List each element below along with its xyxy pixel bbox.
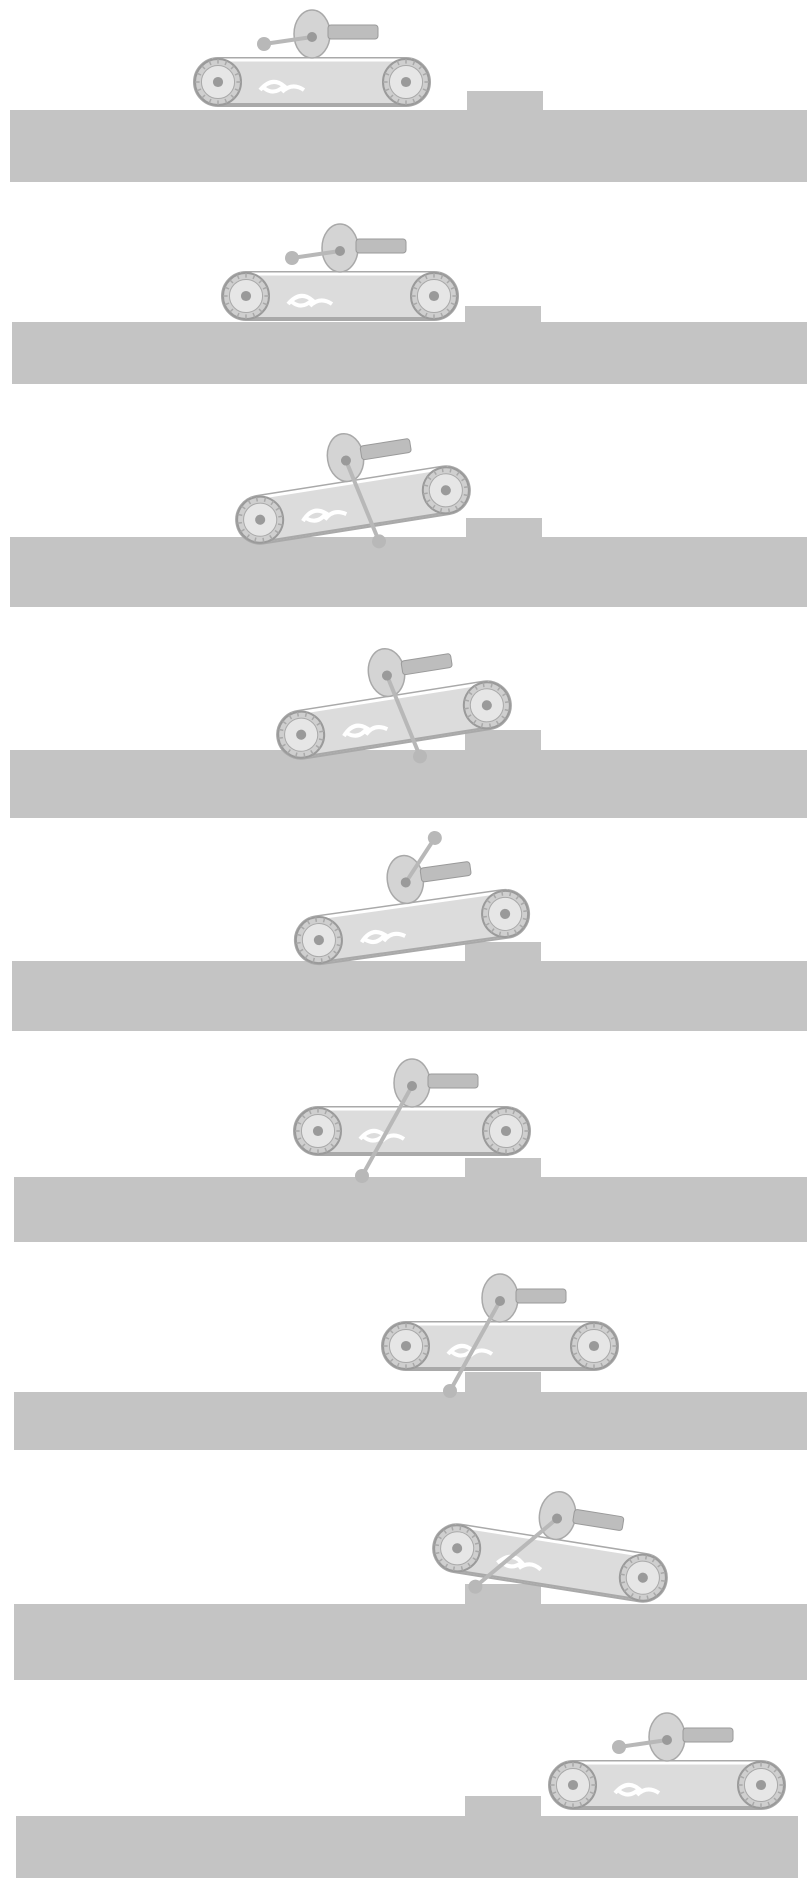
rear-wheel xyxy=(294,1107,342,1155)
barrel xyxy=(572,1509,625,1531)
frame-2 xyxy=(12,306,807,384)
ground xyxy=(16,1816,798,1878)
ground xyxy=(14,1604,807,1680)
ground xyxy=(10,750,807,818)
ground xyxy=(14,1177,807,1242)
flipper-tip xyxy=(257,37,271,51)
arm-pivot xyxy=(335,246,345,256)
flipper-arm xyxy=(448,1300,502,1392)
robot-1 xyxy=(193,9,431,107)
flipper-arm xyxy=(291,249,341,260)
flipper-arm xyxy=(360,1085,414,1177)
arm-pivot xyxy=(400,877,411,888)
robot-5 xyxy=(293,830,531,966)
flipper-arm xyxy=(344,459,381,543)
flipper-tip xyxy=(427,830,442,845)
arm-pivot xyxy=(407,1081,417,1091)
body-swirl xyxy=(613,1782,661,1797)
flipper-arm xyxy=(618,1738,668,1749)
step-obstacle xyxy=(465,306,541,324)
front-wheel xyxy=(482,1107,530,1155)
step-obstacle xyxy=(465,1796,541,1818)
step-obstacle xyxy=(466,518,542,539)
flipper-arm xyxy=(263,35,313,46)
flipper-tip xyxy=(443,1384,457,1398)
barrel xyxy=(359,438,412,461)
barrel xyxy=(427,1073,479,1089)
front-wheel xyxy=(421,466,470,515)
arm-pivot xyxy=(340,455,351,466)
barrel xyxy=(682,1727,734,1743)
rear-wheel xyxy=(433,1524,482,1573)
robot-4 xyxy=(276,647,512,764)
rear-wheel xyxy=(382,1322,430,1370)
rear-wheel xyxy=(294,916,343,965)
rear-wheel xyxy=(222,272,270,320)
arm-pivot xyxy=(552,1513,563,1524)
step-obstacle xyxy=(465,1372,541,1394)
body-swirl xyxy=(286,293,334,308)
ground xyxy=(12,322,807,384)
step-obstacle xyxy=(467,91,543,112)
rear-wheel xyxy=(277,710,326,759)
ground xyxy=(10,110,807,182)
barrel xyxy=(400,653,453,676)
ground xyxy=(12,961,807,1031)
body-swirl xyxy=(496,1554,543,1572)
frame-8 xyxy=(14,1584,807,1680)
front-wheel xyxy=(570,1322,618,1370)
frame-7 xyxy=(14,1372,807,1450)
body-swirl xyxy=(258,79,306,94)
flipper-tip xyxy=(372,534,387,549)
barrel xyxy=(515,1288,567,1304)
frame-6 xyxy=(14,1158,807,1242)
step-obstacle xyxy=(465,1584,541,1606)
ground xyxy=(10,537,807,607)
front-wheel xyxy=(618,1553,667,1602)
body-swirl xyxy=(342,723,389,738)
flipper-arm xyxy=(474,1517,559,1589)
rear-wheel xyxy=(549,1761,597,1809)
flipper-arm xyxy=(385,674,422,758)
frame-4 xyxy=(10,730,807,818)
arm-pivot xyxy=(495,1296,505,1306)
frame-9 xyxy=(16,1796,798,1878)
barrel xyxy=(419,861,472,883)
step-obstacle xyxy=(465,1158,541,1179)
barrel xyxy=(355,238,407,254)
front-wheel xyxy=(737,1761,785,1809)
body-swirl xyxy=(359,930,407,945)
front-wheel xyxy=(462,681,511,730)
frame-1 xyxy=(10,91,807,182)
flipper-tip xyxy=(612,1740,626,1754)
robot-7 xyxy=(381,1273,619,1398)
arm-pivot xyxy=(381,670,392,681)
robot-6 xyxy=(293,1058,531,1183)
frame-5 xyxy=(12,942,807,1031)
front-wheel xyxy=(481,889,530,938)
arm-pivot xyxy=(662,1735,672,1745)
step-obstacle xyxy=(465,730,541,752)
ground xyxy=(14,1392,807,1450)
arm-pivot xyxy=(307,32,317,42)
front-wheel xyxy=(382,58,430,106)
rear-wheel xyxy=(194,58,242,106)
rear-wheel xyxy=(236,495,285,544)
front-wheel xyxy=(410,272,458,320)
flipper-tip xyxy=(285,251,299,265)
frame-3 xyxy=(10,518,807,607)
robot-9 xyxy=(548,1712,786,1810)
flipper-tip xyxy=(355,1169,369,1183)
step-obstacle xyxy=(465,942,541,963)
barrel xyxy=(327,24,379,40)
body-swirl xyxy=(301,508,348,523)
robot-2 xyxy=(221,223,459,321)
flipper-arm xyxy=(404,836,437,884)
robot-3 xyxy=(235,432,471,549)
flipper-tip xyxy=(413,749,428,764)
robot-8 xyxy=(432,1490,668,1603)
flipper-tip xyxy=(468,1579,483,1594)
